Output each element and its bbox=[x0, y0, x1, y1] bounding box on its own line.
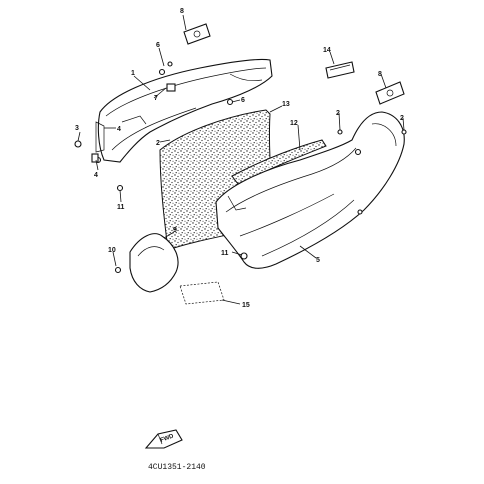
callout-11-right: 11 bbox=[221, 250, 229, 257]
callout-12: 12 bbox=[290, 120, 298, 127]
callout-2-middle: 2 bbox=[336, 110, 340, 117]
callout-4-lower: 4 bbox=[94, 172, 98, 179]
callout-10: 10 bbox=[108, 247, 116, 254]
callout-14: 14 bbox=[323, 47, 331, 54]
callout-2-right: 2 bbox=[400, 115, 404, 122]
callout-3: 3 bbox=[75, 125, 79, 132]
forward-arrow-icon: FWD bbox=[144, 429, 183, 449]
fwd-label: FWD bbox=[160, 433, 176, 444]
callout-9: 9 bbox=[173, 227, 177, 234]
emblem bbox=[325, 61, 355, 79]
callout-5: 5 bbox=[316, 257, 320, 264]
clip-right bbox=[375, 81, 405, 105]
callout-8-right: 8 bbox=[378, 71, 382, 78]
callout-11-left: 11 bbox=[117, 204, 125, 211]
leader-lines bbox=[77, 14, 405, 305]
callout-1: 1 bbox=[131, 70, 135, 77]
diagram-code: 4CU1351-2140 bbox=[148, 463, 206, 472]
left-side-cover bbox=[95, 58, 273, 163]
callout-6-lower: 6 bbox=[241, 97, 245, 104]
caution-label bbox=[179, 281, 225, 305]
right-side-cover bbox=[215, 111, 405, 269]
callout-8-upper: 8 bbox=[180, 8, 184, 15]
callout-numbers: 8 6 1 7 6 13 12 2 3 4 4 11 14 8 2 2 11 5… bbox=[75, 8, 404, 309]
callout-15: 15 bbox=[242, 302, 250, 309]
callout-6-upper: 6 bbox=[156, 42, 160, 49]
callout-2-left: 2 bbox=[156, 140, 160, 147]
bracket-plate bbox=[129, 233, 179, 293]
callout-13: 13 bbox=[282, 101, 290, 108]
callout-7: 7 bbox=[154, 95, 158, 102]
clip-upper bbox=[183, 23, 211, 45]
callout-4-upper: 4 bbox=[117, 126, 121, 133]
